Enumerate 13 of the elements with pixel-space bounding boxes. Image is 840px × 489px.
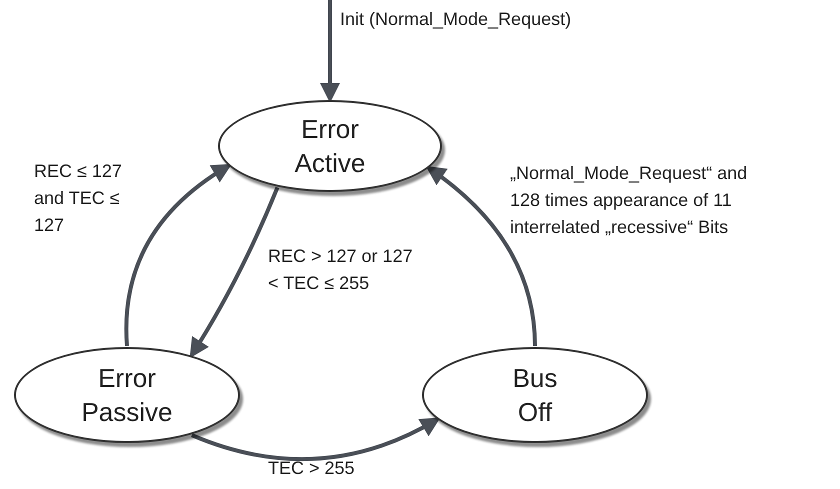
edge-label: REC ≤ 127 and TEC ≤ 127 — [34, 160, 123, 237]
transition-arrow — [426, 166, 537, 346]
state-ellipse: Error Passive — [14, 347, 240, 443]
state-ellipse: Error Active — [218, 100, 442, 192]
edge-label: TEC > 255 — [268, 457, 356, 480]
edge-label: Init (Normal_Mode_Request) — [340, 8, 572, 31]
edge-label: REC > 127 or 127 < TEC ≤ 255 — [268, 245, 414, 295]
state-ellipse: Bus Off — [422, 347, 648, 443]
transition-arrow — [124, 164, 232, 346]
edge-label: „Normal_Mode_Request“ and 128 times appearance of 11 interrelated „recessive“ Bits — [510, 162, 748, 239]
transition-arrow — [320, 0, 340, 103]
transition-arrow — [190, 186, 280, 358]
transition-arrow — [191, 418, 441, 462]
